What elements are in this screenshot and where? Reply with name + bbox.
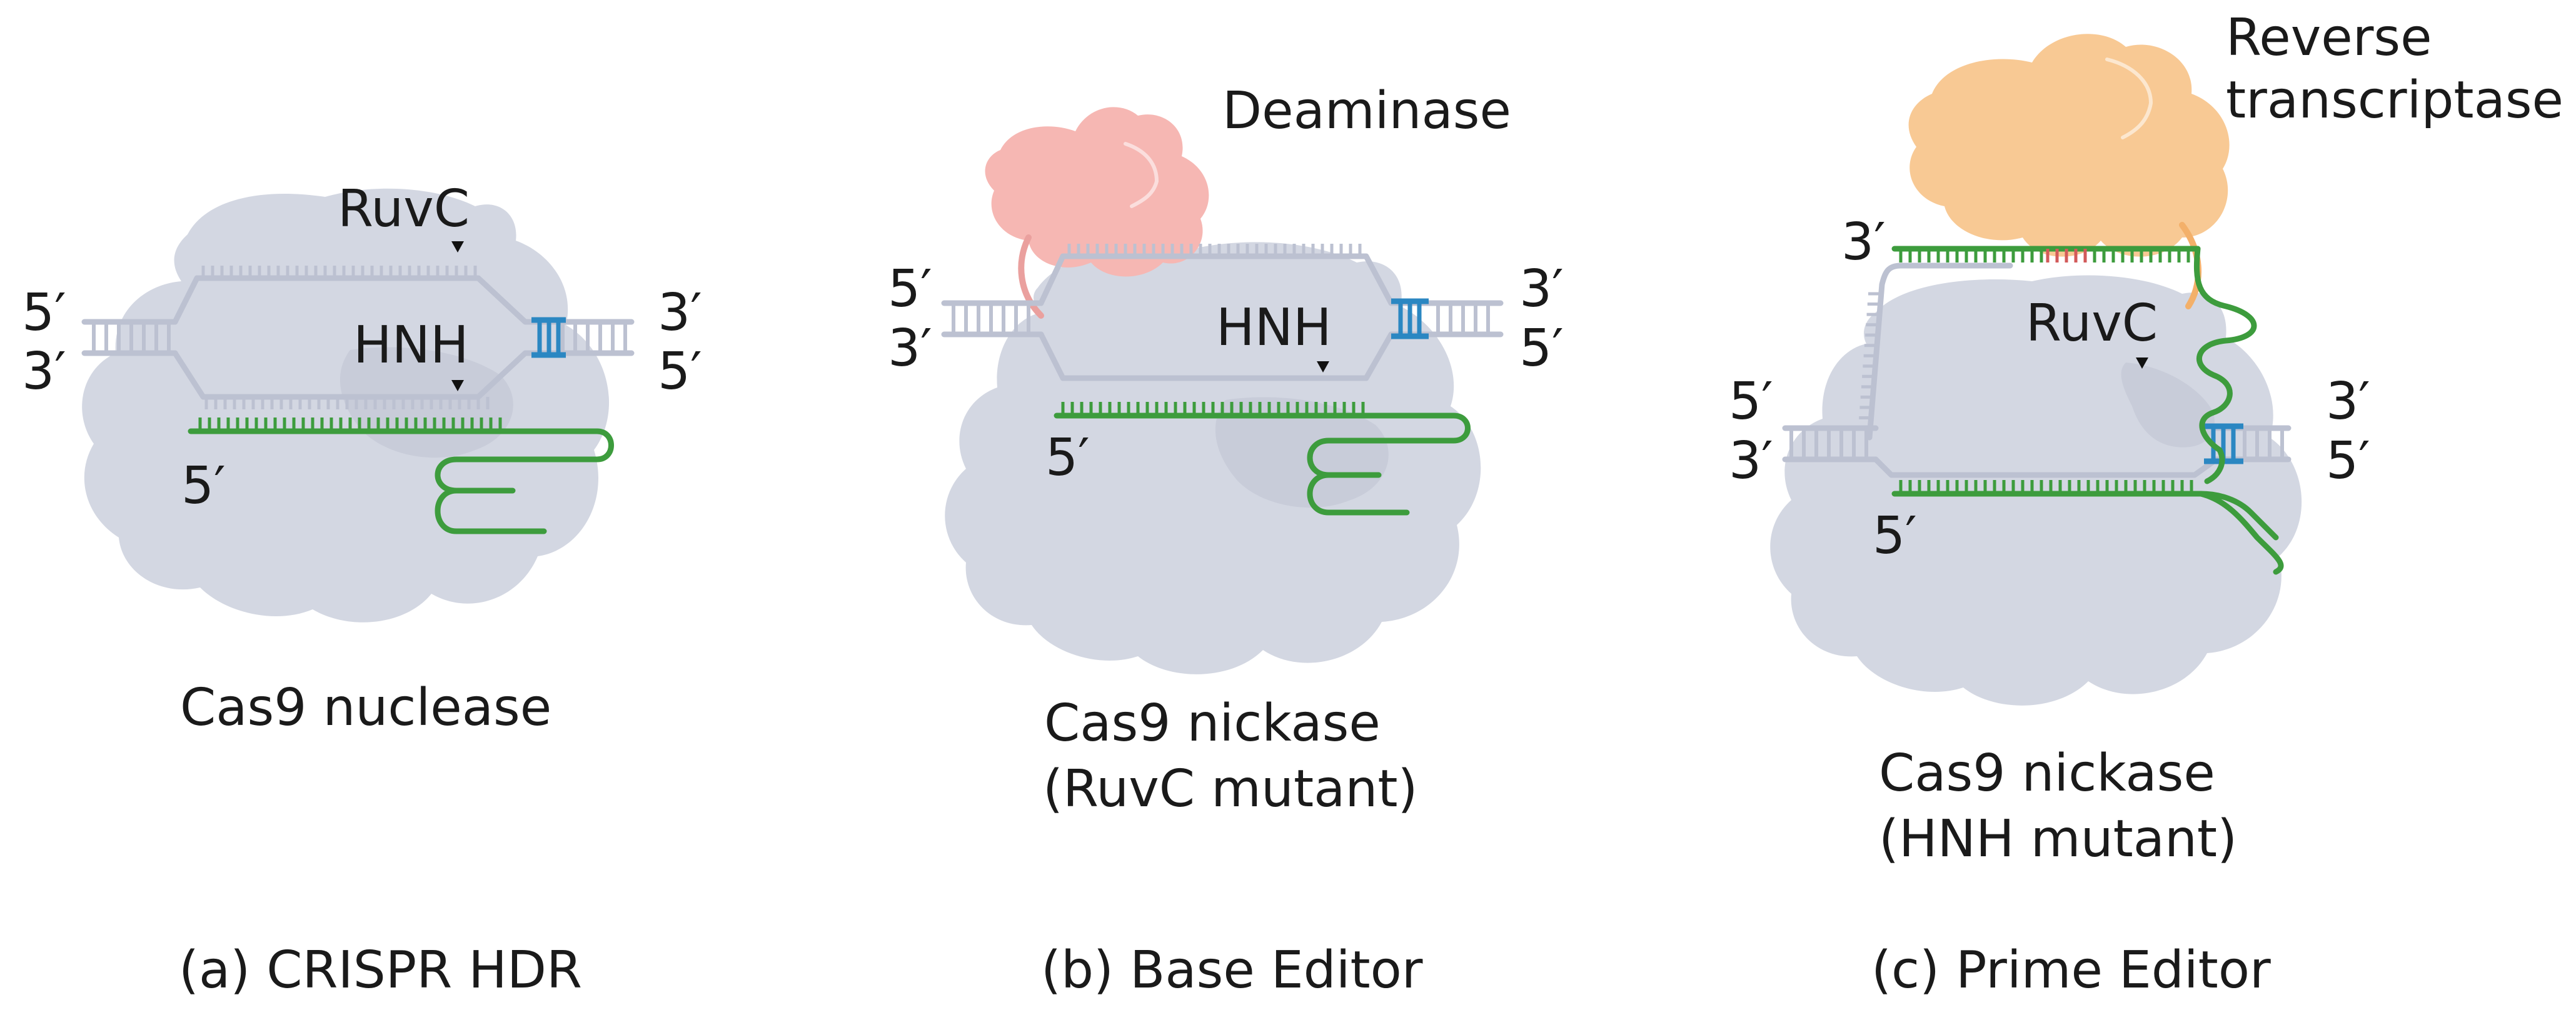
dna-duplex-left xyxy=(941,300,1044,338)
panel-caption: (b) Base Editor xyxy=(1041,941,1423,1000)
protein-shading xyxy=(2121,362,2215,448)
dna-duplex-right xyxy=(1391,298,1490,339)
flap-end-label: 3′ xyxy=(1841,212,1886,272)
end-label-bottom-left: 3′ xyxy=(888,319,932,378)
nucleotide-ticks xyxy=(1899,480,2193,494)
highlighted-base-pair xyxy=(531,317,566,358)
enzyme-highlight xyxy=(2105,58,2153,139)
dna-duplex-left xyxy=(1782,425,1879,462)
end-label-bottom-right: 5′ xyxy=(1519,319,1564,378)
guide-end-label: 5′ xyxy=(1873,506,1917,566)
guide-rna xyxy=(188,428,614,534)
end-label-top-left: 5′ xyxy=(888,259,932,319)
strand-ticks xyxy=(1858,292,1881,430)
non-target-strand xyxy=(1866,262,2013,441)
hnh-cut-marker xyxy=(451,380,464,391)
enzyme-highlight xyxy=(1124,142,1159,208)
end-label-bottom-left: 3′ xyxy=(22,342,66,401)
nucleotide-ticks xyxy=(1067,244,1362,256)
end-label-bottom-right: 5′ xyxy=(658,342,702,401)
base-pair-rungs xyxy=(1789,428,1868,459)
nucleotide-ticks xyxy=(2093,249,2190,262)
end-label-top-left: 5′ xyxy=(1729,372,1773,431)
protein-label-line1: Cas9 nickase xyxy=(1044,694,1381,753)
protein-shading xyxy=(1215,397,1389,508)
reverse-transcriptase-label-line2: transcriptase xyxy=(2226,71,2563,130)
hnh-cut-marker xyxy=(1317,361,1329,372)
hnh-label: HNH xyxy=(1216,298,1332,358)
highlighted-base-pair xyxy=(1391,298,1429,339)
protein-label-line2: (RuvC mutant) xyxy=(1043,759,1417,819)
panel-c: Reverse transcriptase 3′ RuvC 5′ 3′ 3′ 5… xyxy=(1729,8,2563,1000)
panel-caption: (a) CRISPR HDR xyxy=(179,941,582,1000)
protein-label-line2: (HNH mutant) xyxy=(1879,809,2237,869)
panel-a: RuvC HNH 5′ 3′ 3′ 5′ 5′ Cas9 nuclease (a… xyxy=(22,179,702,1000)
nucleotide-ticks xyxy=(1899,249,2043,262)
protein-label-line1: Cas9 nickase xyxy=(1879,744,2215,803)
nucleotide-ticks xyxy=(2046,249,2087,262)
base-pair-rungs xyxy=(561,322,627,353)
panel-b: Deaminase HNH 5′ 3′ 3′ 5′ 5′ Cas9 nickas… xyxy=(888,81,1564,1000)
deaminase-enzyme xyxy=(985,107,1209,277)
cas9-nickase-protein xyxy=(945,242,1481,674)
nucleotide-ticks xyxy=(201,266,477,278)
nucleotide-ticks xyxy=(198,418,502,431)
end-label-top-right: 3′ xyxy=(2326,372,2370,431)
panel-caption: (c) Prime Editor xyxy=(1871,941,2271,1000)
guide-rna xyxy=(1054,412,1471,516)
nucleotide-ticks xyxy=(204,397,490,409)
nucleotide-ticks xyxy=(1061,402,1365,416)
base-pair-rungs xyxy=(2243,428,2284,459)
end-label-top-right: 3′ xyxy=(658,283,702,342)
ruvc-label: RuvC xyxy=(2026,294,2158,353)
guide-end-label: 5′ xyxy=(181,456,226,516)
ruvc-cut-marker xyxy=(451,241,464,252)
ruvc-label: RuvC xyxy=(338,179,470,239)
dna-duplex-right xyxy=(531,317,627,358)
deaminase-linker xyxy=(1018,234,1044,319)
end-label-top-right: 3′ xyxy=(1519,259,1564,319)
base-pair-rungs xyxy=(92,322,171,353)
protein-label: Cas9 nuclease xyxy=(180,678,551,738)
hnh-label: HNH xyxy=(353,316,469,375)
reverse-transcriptase-label-line1: Reverse xyxy=(2226,8,2432,68)
deaminase-label: Deaminase xyxy=(1222,81,1511,141)
end-label-bottom-left: 3′ xyxy=(1729,431,1773,491)
dna-duplex-left xyxy=(81,319,178,356)
base-pair-rungs xyxy=(952,303,1030,334)
base-pair-rungs xyxy=(1436,303,1490,334)
end-label-top-left: 5′ xyxy=(22,283,66,342)
guide-scaffold-tail xyxy=(2198,491,2284,575)
pegrna-extension xyxy=(2193,246,2257,484)
end-label-bottom-right: 5′ xyxy=(2326,431,2370,491)
guide-end-label: 5′ xyxy=(1045,428,1090,488)
ruvc-cut-marker xyxy=(2136,358,2148,369)
